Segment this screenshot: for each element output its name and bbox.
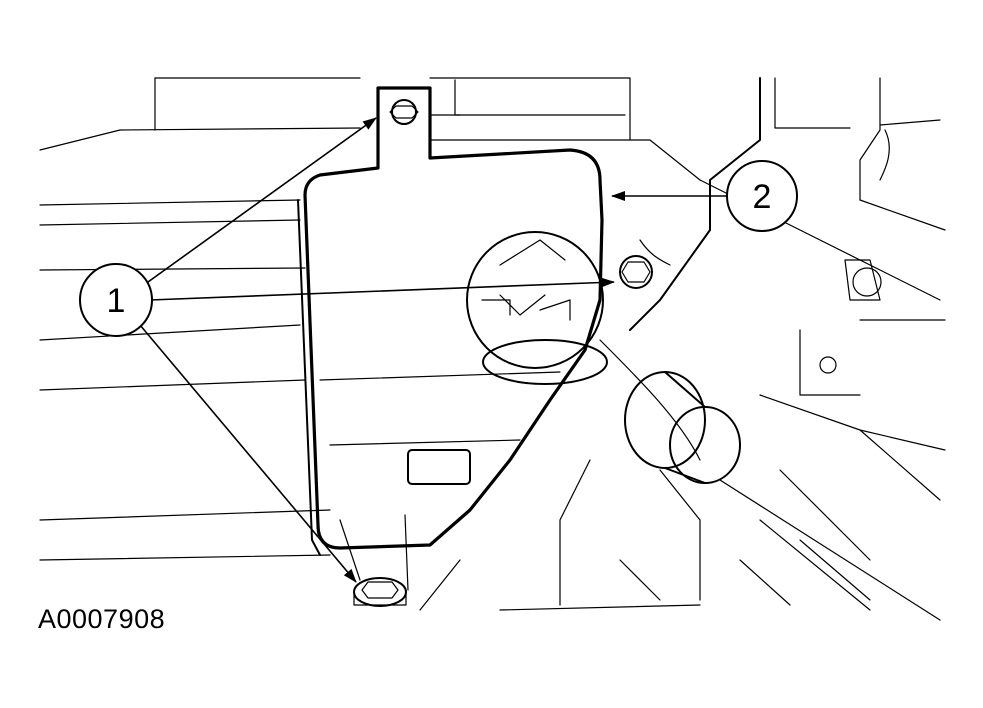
callout-2-label: 2 [753, 178, 772, 216]
sensor-plug [466, 231, 608, 385]
heat-shield-cover [297, 86, 604, 591]
cylinder-fitting [624, 371, 741, 484]
background-structure [39, 77, 946, 621]
bolt-right [619, 255, 653, 289]
callout-2: 2 [726, 160, 798, 232]
callout-leaders [139, 117, 728, 583]
figure-id: A0007908 [38, 604, 166, 634]
bolt-bottom [353, 577, 407, 607]
callout-1: 1 [79, 263, 153, 337]
callout-1-label: 1 [107, 282, 126, 320]
